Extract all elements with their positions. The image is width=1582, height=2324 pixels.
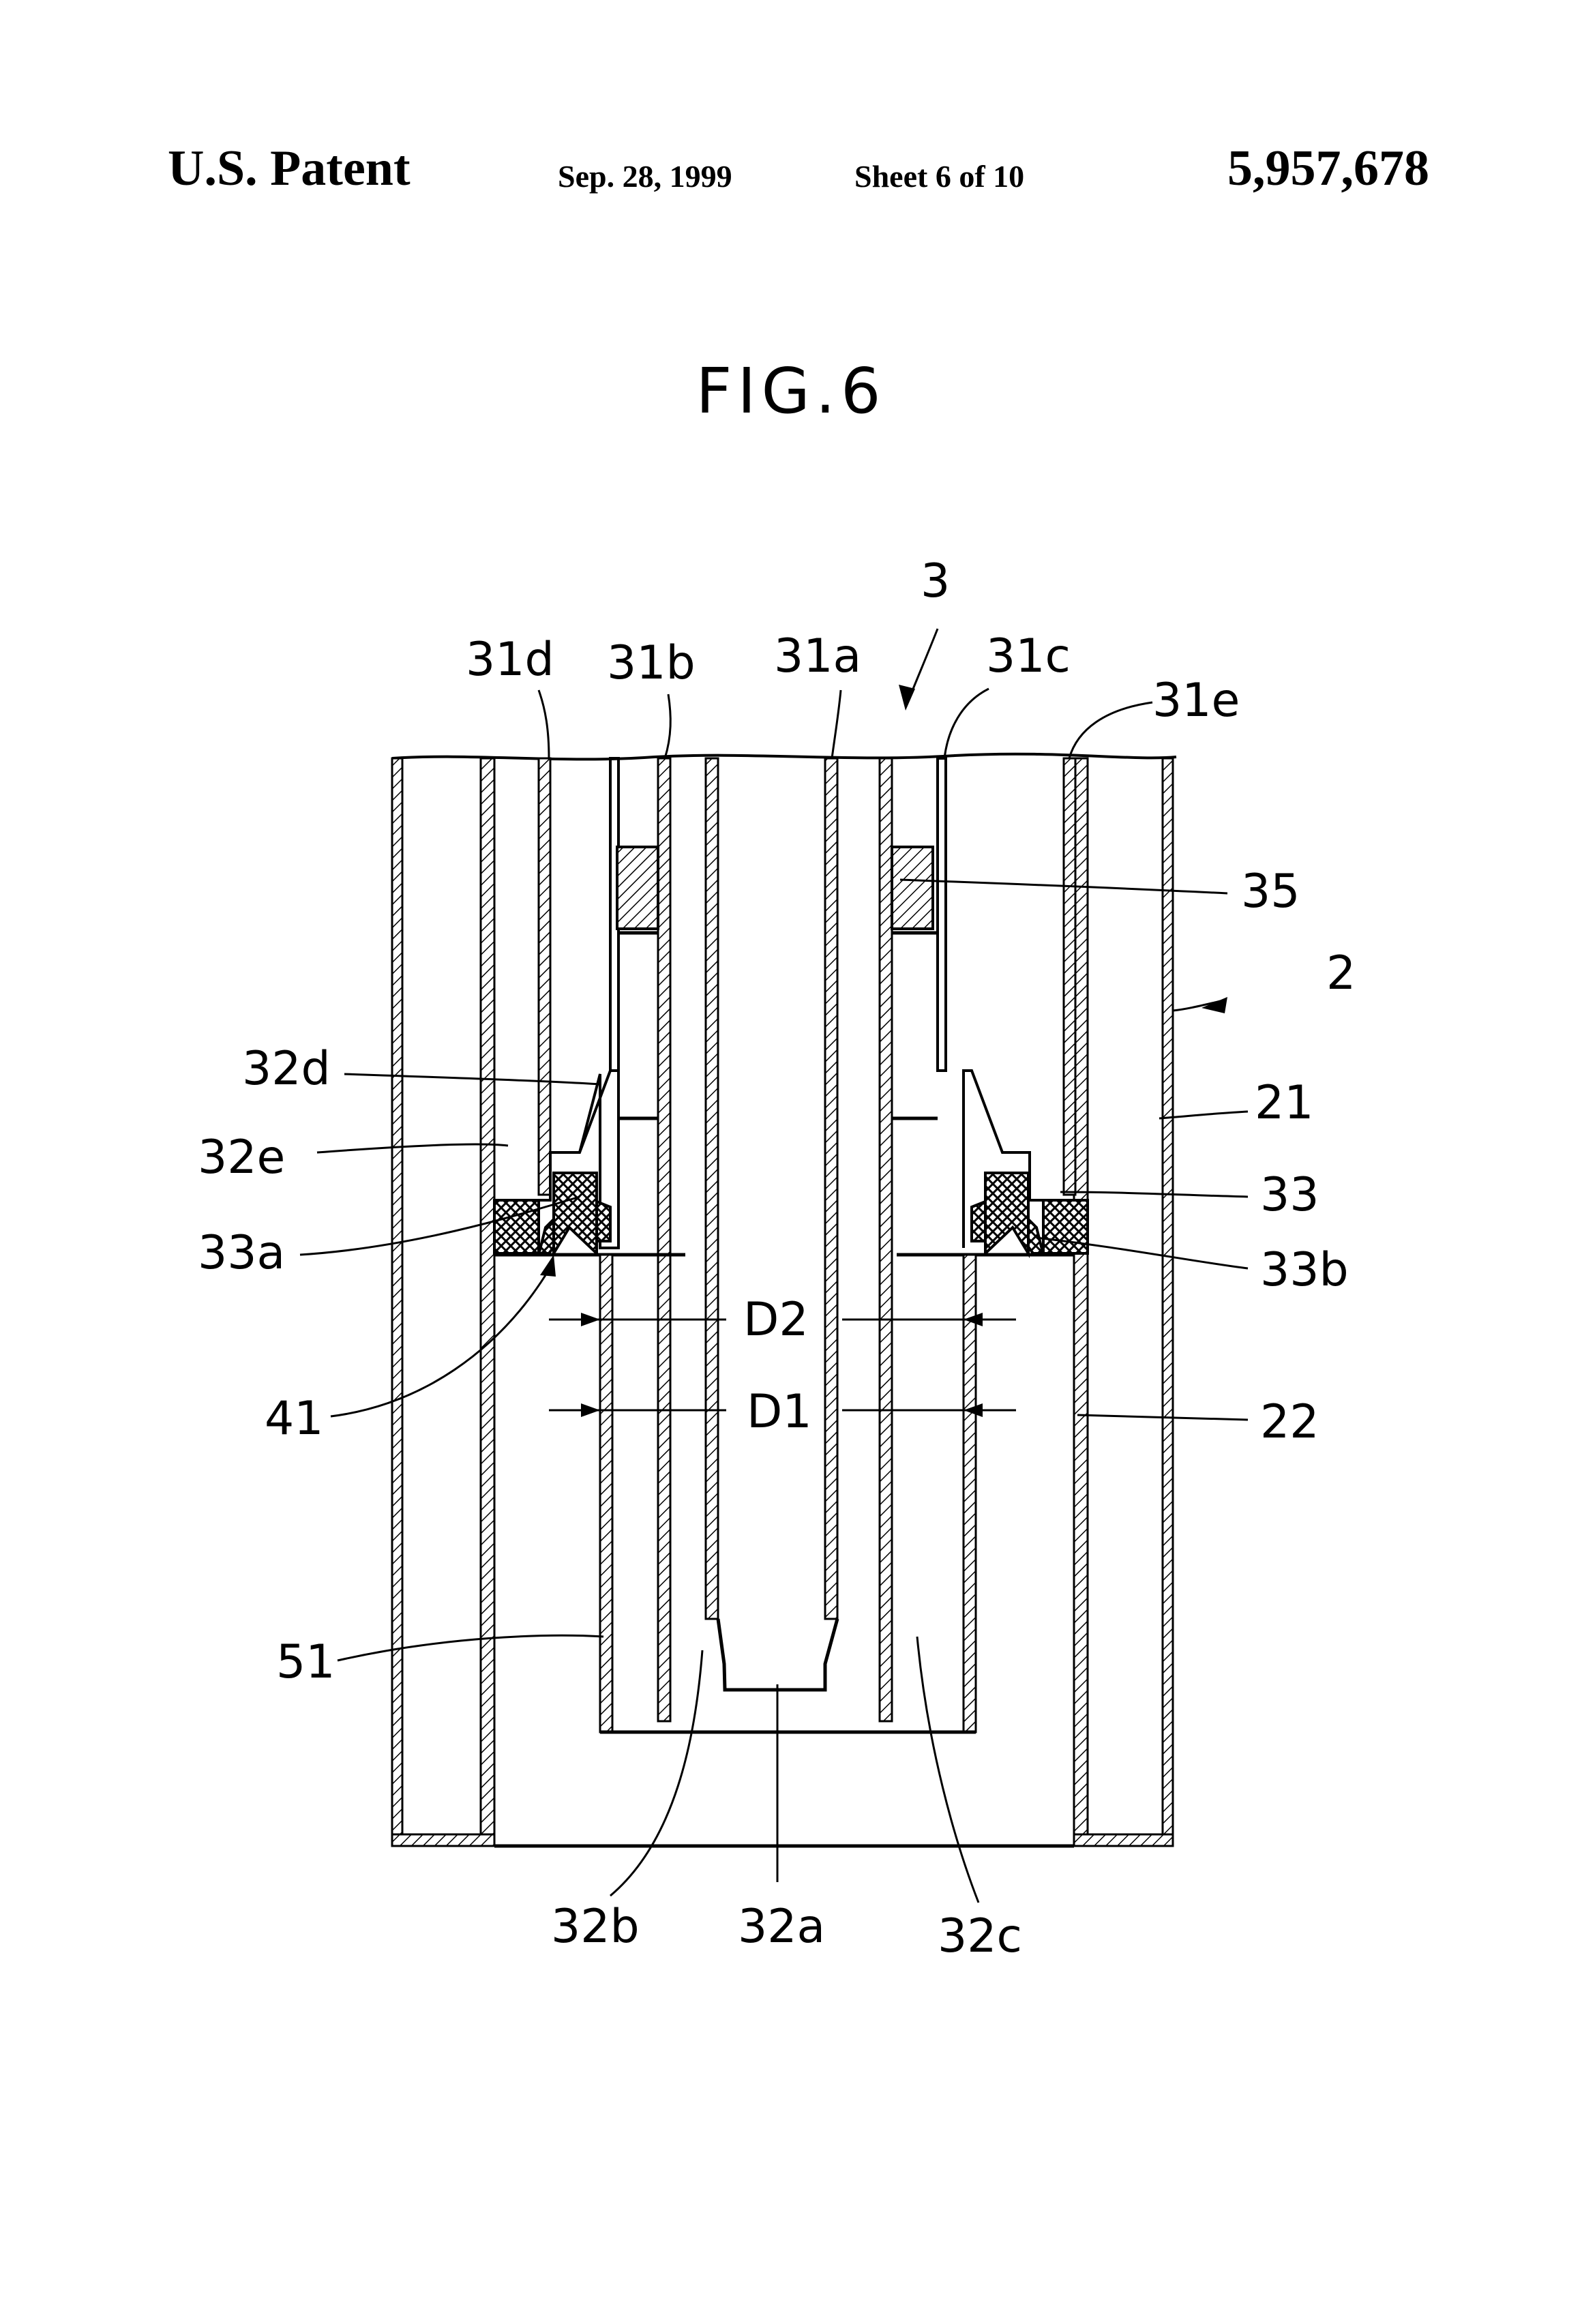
label-32b: 32b [551,1900,640,1954]
label-32a: 32a [738,1900,825,1954]
label-31a: 31a [774,629,861,683]
label-41: 41 [265,1392,324,1446]
label-22: 22 [1260,1395,1319,1449]
label-33b: 33b [1260,1243,1349,1297]
label-21: 21 [1255,1076,1314,1130]
label-33: 33 [1260,1168,1319,1222]
label-33a: 33a [198,1226,285,1280]
label-3: 3 [921,554,950,608]
label-32c: 32c [938,1909,1022,1963]
label-31c: 31c [986,629,1071,683]
label-31b: 31b [607,636,696,690]
label-D2: D2 [743,1293,809,1347]
label-35: 35 [1241,865,1300,919]
label-51: 51 [276,1635,335,1689]
label-31d: 31d [466,633,554,687]
label-32d: 32d [242,1042,331,1096]
label-32e: 32e [198,1131,285,1185]
label-31e: 31e [1152,674,1240,728]
label-2: 2 [1326,947,1356,1000]
cross-section-drawing [300,629,1248,1903]
label-D1: D1 [747,1385,812,1439]
